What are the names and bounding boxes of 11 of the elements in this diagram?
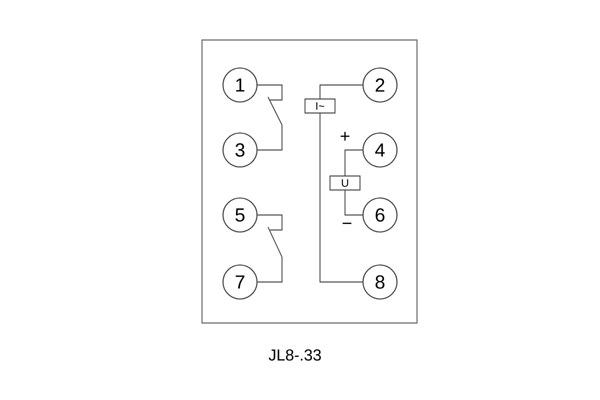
coil-box: U: [330, 176, 360, 190]
switch-contact: [257, 214, 282, 282]
wire: [344, 150, 363, 176]
wire: [320, 113, 363, 282]
wire: [344, 190, 363, 216]
coil-box: I~: [304, 98, 336, 114]
polarity-sign: +: [340, 132, 350, 141]
polarity-sign: −: [342, 222, 352, 224]
switch-contact: [257, 84, 282, 150]
wire: [320, 84, 363, 99]
caption: JL8-.33: [268, 349, 321, 361]
